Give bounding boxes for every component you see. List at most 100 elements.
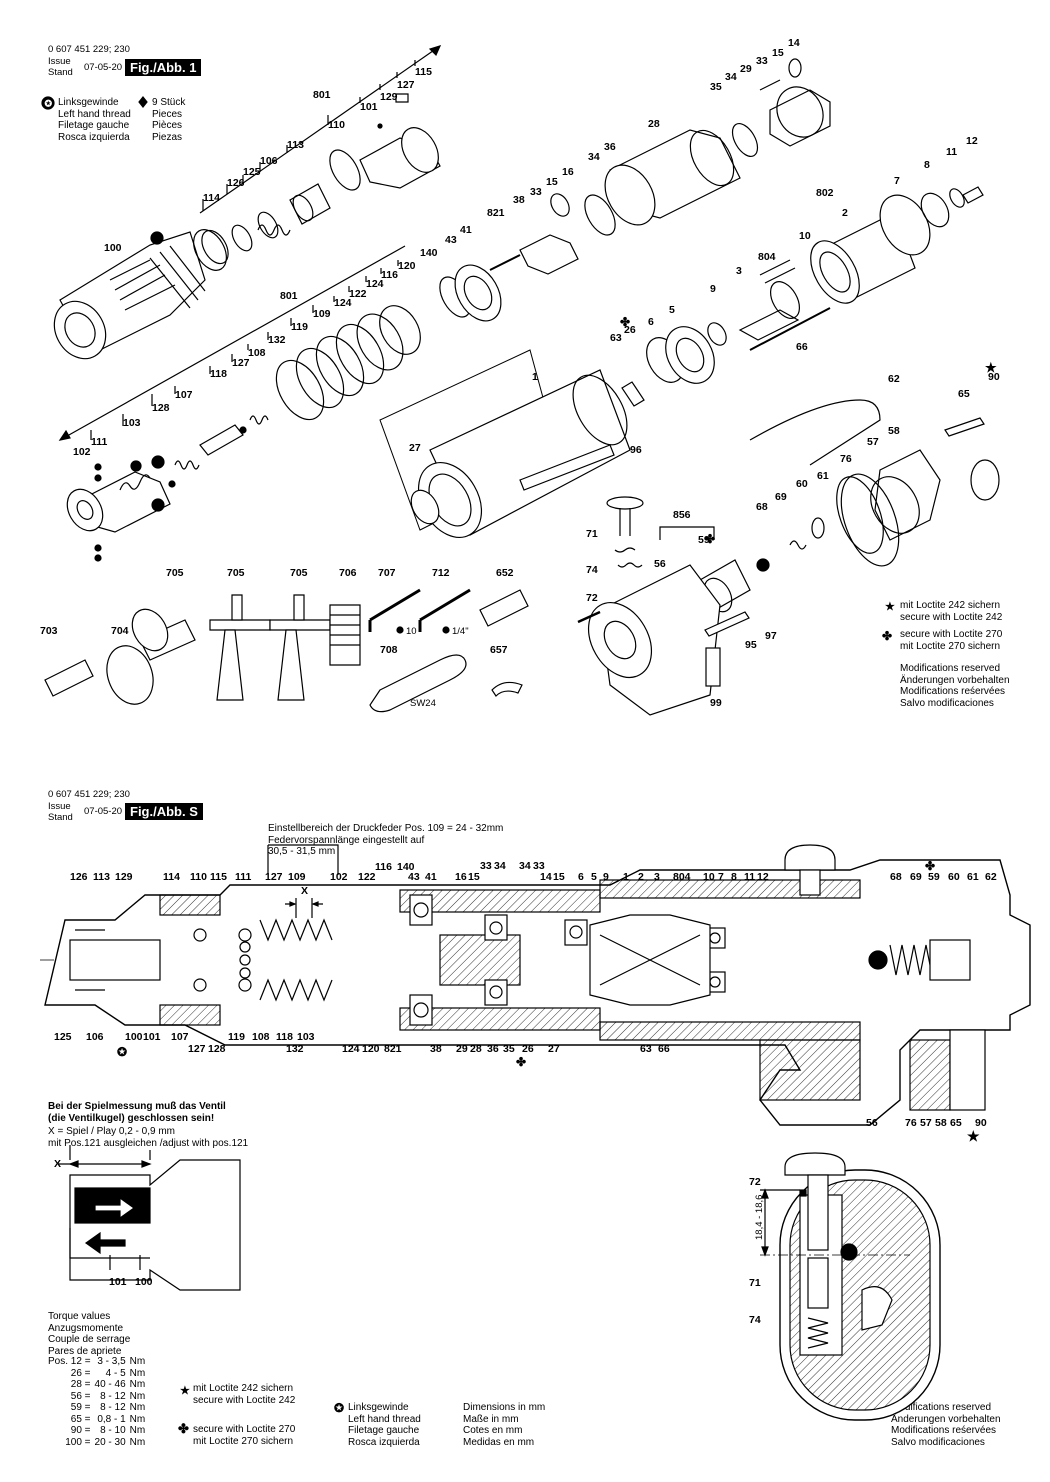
part-number-label: 140 [397,861,415,873]
cross-section-view [40,844,1031,1126]
part-number-label: 705 [290,567,308,579]
part-number-label: 106 [260,155,278,167]
svg-text:✪: ✪ [117,1045,128,1059]
part-number-label: 111 [235,871,252,883]
part-number-label: 101 [360,101,378,113]
part-number-label: 59 [698,534,710,546]
part-number-label: 129 [115,871,133,883]
part-number-label: 3 [654,871,660,883]
part-number-label: 128 [208,1043,226,1055]
part-number-label: 100 [125,1031,143,1043]
part-number-label: 7 [894,175,900,187]
part-number-label: 90 [988,371,1000,383]
part-number-label: 2 [638,871,644,883]
part-number-label: 110 [190,871,207,883]
part-number-label: 28 [470,1043,482,1055]
valve-dimension-label: 18,4 - 18,6 [754,1195,765,1240]
note-loctite-270-bottom: secure with Loctite 270 mit Loctite 270 … [193,1424,296,1447]
part-number-label: 125 [243,166,261,178]
part-number-label: 129 [380,91,398,103]
part-number-label: 108 [248,347,266,359]
part-number-label: 34 [519,860,531,872]
part-number-label: 76 [905,1117,917,1129]
issue-date-top: 07-05-20 [84,62,123,73]
cylinder-assembly [621,186,984,407]
part-number-label: 63 [640,1043,652,1055]
svg-text:✪: ✪ [334,1401,345,1415]
part-number-label: 124 [366,278,384,290]
part-number-label: 71 [749,1277,761,1289]
part-number-label: 113 [287,139,304,151]
part-number-label: 6 [648,316,654,328]
part-number-label: 35 [503,1043,515,1055]
torque-unit: Nm [129,1425,146,1436]
note-loctite-270-top: secure with Loctite 270 mit Loctite 270 … [900,629,1003,652]
part-number-label: 34 [725,71,737,83]
part-number-label: 124 [342,1043,360,1055]
part-number-label: 15 [772,47,784,59]
svg-text:✤: ✤ [925,859,935,873]
part-number-label: 29 [456,1043,468,1055]
part-number-label: 16 [562,166,574,178]
part-number-label: 127 [188,1043,206,1055]
part-number-label: 12 [757,871,769,883]
part-number-label: 35 [710,81,722,93]
play-adjust-note: X = Spiel / Play 0,2 - 0,9 mm mit Pos.12… [48,1126,249,1149]
part-number-label: 126 [70,871,88,883]
part-number-label: 122 [349,288,367,300]
part-number-label: 36 [604,141,616,153]
svg-text:★: ★ [885,601,895,613]
svg-text:★: ★ [967,1128,980,1144]
part-number-label: 108 [252,1031,270,1043]
lower-left-assembly [58,245,502,562]
part-number-label: 106 [86,1031,104,1043]
part-number-label: 58 [935,1117,947,1129]
svg-text:✤: ✤ [620,315,630,329]
torque-unit: Nm [129,1402,146,1413]
part-number-label: 7 [718,871,724,883]
part-number-label: 132 [286,1043,304,1055]
symbols: ★ ★ ✤ ✤ ✤ ✤ ✤ ★ ★ ✤ ✪ ✪ [117,315,997,1436]
part-number-label: 56 [866,1117,878,1129]
torque-position: 65 = [70,1413,91,1425]
part-number-label: 128 [152,402,170,414]
part-number-label: 107 [171,1031,189,1043]
part-number-label: 14 [788,37,800,49]
part-number-label: 652 [496,567,514,579]
legend-lh-thread-bottom: Linksgewinde Left hand thread Filetage g… [348,1402,421,1448]
part-number-label: 115 [210,871,227,883]
part-number-label: 27 [409,442,421,454]
part-number-label: 26 [522,1043,534,1055]
part-number-label: 707 [378,567,396,579]
part-number-label: 57 [867,436,879,448]
part-labels-exploded: 1151271291018011101131061251261141001415… [40,37,1000,709]
part-number-label: 804 [673,871,691,883]
legend-lh-thread-top: Linksgewinde Left hand thread Filetage g… [58,97,131,143]
part-number-label: 116 [375,861,392,873]
part-number-label: 41 [460,224,472,236]
part-number-label: 26 [624,324,636,336]
part-number-label: 126 [227,177,245,189]
part-number-label: 127 [232,357,250,369]
part-number-label: 856 [673,509,691,521]
part-number-label: 33 [480,860,492,872]
pieces-diamond-icon [138,96,148,108]
part-number-label: 704 [111,625,129,637]
part-number-label: 66 [796,341,808,353]
part-number-label: 10 [799,230,811,242]
part-number-label: 27 [548,1043,560,1055]
part-number-label: 657 [490,644,508,656]
part-number-label: 1 [623,871,629,883]
part-number-label: 115 [415,66,432,78]
part-number-label: 68 [756,501,768,513]
part-number-label: 72 [586,592,598,604]
part-number-label: 110 [328,119,345,131]
part-number-label: 9 [710,283,716,295]
part-number-label: 62 [985,871,997,883]
torque-range: 40 - 46 [94,1379,126,1390]
torque-range: 0,8 - 1 [97,1413,126,1425]
